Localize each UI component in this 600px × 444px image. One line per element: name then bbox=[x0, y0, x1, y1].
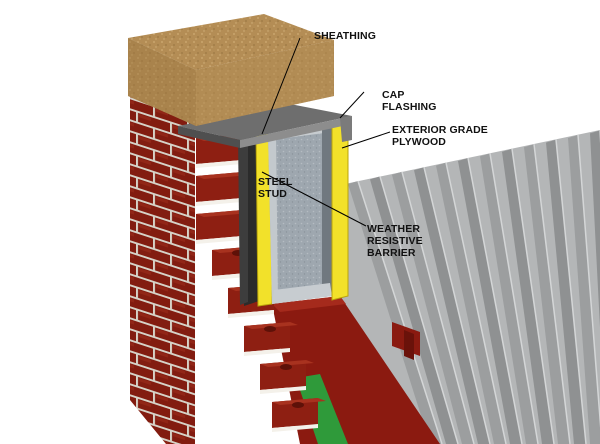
roof-rib bbox=[392, 171, 474, 444]
roof-rib-highlight bbox=[511, 148, 555, 444]
brick-end bbox=[272, 398, 326, 432]
roof-rib-highlight bbox=[401, 171, 475, 444]
brick-end bbox=[196, 210, 250, 244]
roof-rib bbox=[568, 135, 600, 444]
roof-rib-highlight bbox=[357, 180, 443, 444]
roof-rib bbox=[524, 144, 570, 444]
roof-rib bbox=[546, 139, 586, 444]
brick-end bbox=[196, 172, 250, 206]
brick-end bbox=[260, 360, 314, 394]
leader-cap-flashing bbox=[339, 91, 365, 119]
roof-deck bbox=[340, 130, 600, 444]
green-board bbox=[296, 374, 348, 444]
roof-rib-highlight bbox=[533, 144, 571, 444]
roof-deck-ribs bbox=[348, 130, 600, 444]
steel-stud bbox=[268, 124, 332, 304]
coping-stone bbox=[128, 14, 334, 126]
label-sheathing: SHEATHING bbox=[314, 30, 376, 42]
roof-rib-highlight bbox=[379, 176, 459, 444]
brick-end bbox=[244, 322, 298, 356]
roof-rib-highlight bbox=[445, 162, 507, 444]
label-cap-flashing: CAP FLASHING bbox=[382, 89, 437, 113]
roof-rib bbox=[502, 148, 554, 444]
roof-rib bbox=[590, 130, 600, 328]
roof-rib-highlight bbox=[577, 134, 600, 428]
roof-rib-highlight bbox=[555, 139, 587, 444]
label-steel-stud: STEEL STUD bbox=[258, 176, 293, 200]
leader-plywood bbox=[341, 131, 391, 149]
roof-rib-highlight bbox=[467, 157, 523, 444]
leader-barrier bbox=[261, 171, 367, 227]
leader-sheathing bbox=[261, 37, 301, 135]
leader-lines bbox=[261, 37, 391, 227]
roof-rib bbox=[348, 181, 442, 444]
roof-rib-highlight bbox=[489, 153, 539, 444]
roof-rib bbox=[480, 153, 538, 444]
label-plywood: EXTERIOR GRADE PLYWOOD bbox=[392, 124, 488, 148]
label-weather-barrier: WEATHER RESISTIVE BARRIER bbox=[367, 223, 423, 259]
roof-rib-highlight bbox=[423, 167, 491, 444]
roof-rib bbox=[370, 176, 458, 444]
roof-rib bbox=[436, 162, 506, 444]
roof-rib bbox=[458, 158, 522, 444]
cap-flashing bbox=[178, 104, 352, 148]
deck-bearing-clip bbox=[392, 322, 420, 360]
roof-rib bbox=[414, 167, 490, 444]
